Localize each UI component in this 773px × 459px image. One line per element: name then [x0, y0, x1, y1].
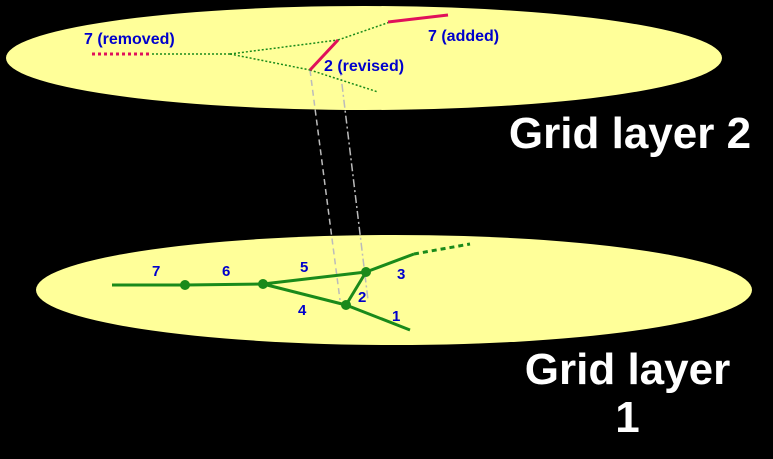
label-segment-2: 2 [358, 289, 366, 306]
layer-1-segment-4 [262, 282, 347, 307]
label-segment-3: 3 [397, 266, 405, 283]
grid-layer-2-title: Grid layer 2 [508, 109, 752, 158]
label-segment-5: 5 [300, 259, 308, 276]
label-revised: 2 (revised) [324, 58, 404, 75]
layer-1-network [112, 242, 471, 332]
projection-line-right [339, 67, 369, 301]
layer-1-segment-3-extension [413, 242, 471, 256]
revised-segment-2 [308, 38, 340, 72]
layer-2-segment-3 [337, 21, 391, 41]
label-segment-6: 6 [222, 263, 230, 280]
node-b [258, 279, 268, 289]
label-segment-4: 4 [298, 302, 307, 319]
layer-1-segment-3 [365, 252, 415, 274]
grid-layer-1-title-line1: Grid layer [524, 345, 731, 394]
layer-1-segment-1 [345, 303, 411, 332]
added-segment-7 [387, 13, 449, 24]
label-segment-7: 7 [152, 263, 160, 280]
grid-layer-1-title: Grid layer 1 [495, 346, 760, 442]
layer-2-segment-4 [229, 53, 311, 71]
layer-1-segment-2 [344, 271, 368, 306]
grid-layer-1-title-line2: 1 [615, 393, 640, 442]
node-d [341, 300, 351, 310]
layer-2-network [152, 21, 391, 93]
grid-layer-2-plane [6, 6, 722, 110]
layer-1-segment-5 [262, 270, 367, 286]
grid-layer-1-plane [36, 235, 752, 345]
label-segment-1: 1 [392, 308, 400, 325]
node-c [361, 267, 371, 277]
layer-1-segment-6 [184, 282, 264, 287]
projection-line-left [309, 69, 341, 301]
label-added: 7 (added) [428, 28, 499, 45]
label-removed: 7 (removed) [84, 31, 175, 48]
node-a [180, 280, 190, 290]
